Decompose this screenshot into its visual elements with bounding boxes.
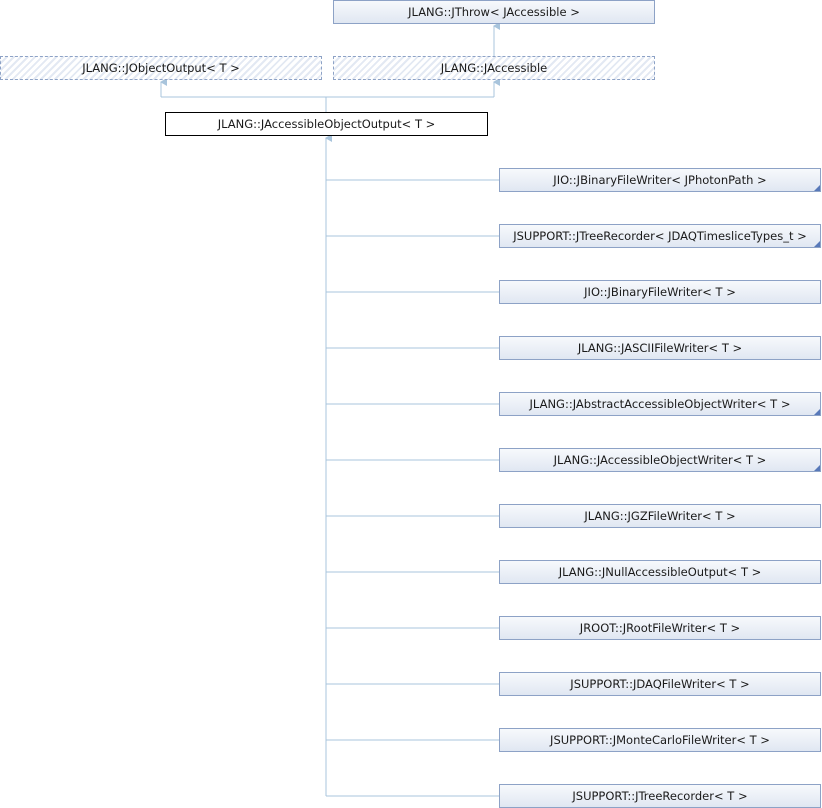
class-node-label: JLANG::JAccessibleObjectWriter< T > (553, 453, 767, 467)
class-node-derived[interactable]: JSUPPORT::JDAQFileWriter< T > (499, 672, 821, 696)
class-node-derived[interactable]: JIO::JBinaryFileWriter< JPhotonPath > (499, 168, 821, 192)
class-node-jaccessible[interactable]: JLANG::JAccessible (333, 56, 655, 80)
class-node-label: JLANG::JAccessibleObjectOutput< T > (217, 117, 436, 131)
class-node-derived[interactable]: JIO::JBinaryFileWriter< T > (499, 280, 821, 304)
class-node-label: JLANG::JObjectOutput< T > (82, 61, 240, 75)
class-node-derived[interactable]: JSUPPORT::JTreeRecorder< JDAQTimesliceTy… (499, 224, 821, 248)
class-node-label: JLANG::JAbstractAccessibleObjectWriter< … (529, 397, 791, 411)
class-node-jobjectoutput[interactable]: JLANG::JObjectOutput< T > (0, 56, 322, 80)
class-node-label: JSUPPORT::JDAQFileWriter< T > (570, 677, 750, 691)
class-node-label: JIO::JBinaryFileWriter< JPhotonPath > (553, 173, 767, 187)
more-derived-marker-icon (814, 465, 820, 471)
class-node-label: JIO::JBinaryFileWriter< T > (584, 285, 736, 299)
class-node-derived[interactable]: JLANG::JAbstractAccessibleObjectWriter< … (499, 392, 821, 416)
class-node-derived[interactable]: JLANG::JASCIIFileWriter< T > (499, 336, 821, 360)
derived-branches (326, 179, 499, 797)
more-derived-marker-icon (814, 241, 820, 247)
class-node-label: JLANG::JNullAccessibleOutput< T > (558, 565, 762, 579)
class-node-label: JSUPPORT::JMonteCarloFileWriter< T > (550, 733, 770, 747)
more-derived-marker-icon (814, 409, 820, 415)
class-node-jthrow[interactable]: JLANG::JThrow< JAccessible > (333, 0, 655, 24)
class-node-derived[interactable]: JLANG::JAccessibleObjectWriter< T > (499, 448, 821, 472)
more-derived-marker-icon (814, 185, 820, 191)
class-node-derived[interactable]: JSUPPORT::JMonteCarloFileWriter< T > (499, 728, 821, 752)
class-node-derived[interactable]: JROOT::JRootFileWriter< T > (499, 616, 821, 640)
class-node-label: JLANG::JAccessible (440, 61, 548, 75)
class-node-label: JLANG::JGZFileWriter< T > (584, 509, 736, 523)
class-node-label: JROOT::JRootFileWriter< T > (579, 621, 741, 635)
class-node-current: JLANG::JAccessibleObjectOutput< T > (165, 112, 488, 136)
class-node-derived[interactable]: JSUPPORT::JTreeRecorder< T > (499, 784, 821, 808)
class-node-label: JSUPPORT::JTreeRecorder< T > (572, 789, 748, 803)
class-node-label: JSUPPORT::JTreeRecorder< JDAQTimesliceTy… (513, 229, 807, 243)
class-node-label: JLANG::JThrow< JAccessible > (408, 5, 580, 19)
class-node-label: JLANG::JASCIIFileWriter< T > (577, 341, 743, 355)
class-node-derived[interactable]: JLANG::JNullAccessibleOutput< T > (499, 560, 821, 584)
class-node-derived[interactable]: JLANG::JGZFileWriter< T > (499, 504, 821, 528)
